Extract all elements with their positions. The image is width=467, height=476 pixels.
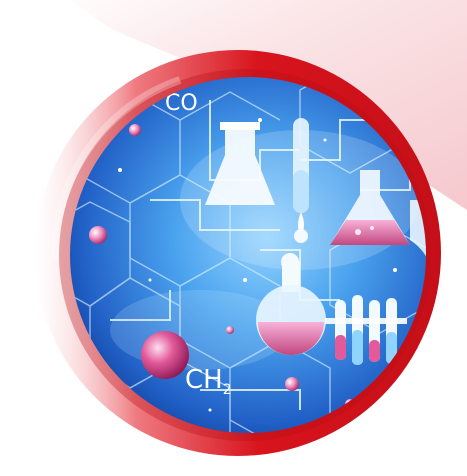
- test-tube-icon: [293, 118, 309, 243]
- ring-highlight: [50, 76, 182, 261]
- background-pink-wedge: [40, 0, 467, 210]
- sparkle-dots: [118, 118, 397, 412]
- background-white-wedge: [0, 0, 170, 150]
- chemical-formula-co: CO: [165, 91, 198, 116]
- flask-icon: [205, 122, 275, 205]
- chemical-formula-ch2: CH2: [185, 365, 232, 398]
- erlenmeyer-flask-icon: [330, 170, 410, 245]
- round-flask-icon: [256, 253, 326, 355]
- molecule-sphere-icon: [89, 124, 355, 409]
- test-tube-rack-icon: [325, 295, 407, 365]
